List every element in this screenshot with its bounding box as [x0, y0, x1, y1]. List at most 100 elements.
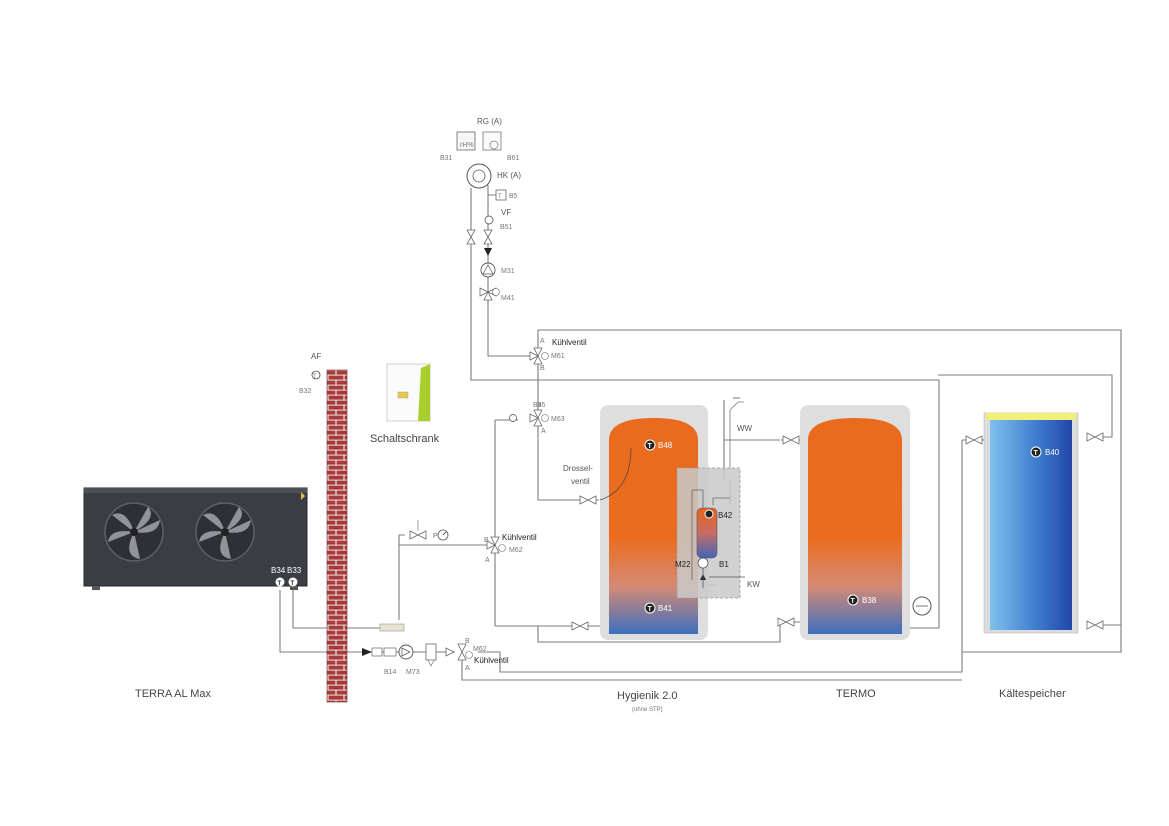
throttle-valve-group: Drossel- ventil	[563, 464, 597, 505]
termo-tank: T B38 TERMO	[800, 405, 910, 700]
valve-m61-group: A Kühlventil M61 B	[529, 338, 587, 372]
fan-right-icon	[195, 502, 255, 562]
heating-circuit-label: HK (A)	[497, 171, 521, 180]
drossel-label-2: ventil	[571, 477, 590, 486]
drossel-label-1: Drossel-	[563, 464, 593, 473]
primary-circuit-group: B14 M73 B M62 Kühlventil A	[362, 638, 509, 676]
m22-pump-icon	[697, 557, 709, 569]
af-sensor	[311, 370, 321, 380]
svg-text:B: B	[465, 638, 470, 645]
heat-pump-label: TERRA AL Max	[135, 688, 212, 700]
heat-exchanger-icon	[696, 507, 718, 559]
b33-label: B33	[287, 566, 302, 575]
heating-circuit-icon	[466, 163, 492, 189]
termo-label: TERMO	[836, 688, 876, 700]
dirt-separator-icon	[425, 643, 437, 661]
b5-sensor	[495, 189, 507, 201]
hygienik-tank-body	[609, 418, 698, 634]
circulation-pump-icon	[398, 644, 414, 660]
safety-valve-icon	[409, 530, 419, 540]
b48-sensor	[644, 439, 656, 451]
b41-label: B41	[658, 604, 673, 613]
termo-tank-body	[808, 418, 902, 634]
b42-label: B42	[718, 511, 733, 520]
heat-pump-unit: B34 B33 T T TERRA AL Max	[83, 487, 308, 700]
svg-text:T: T	[851, 598, 856, 605]
kuehlventil-m61-label: Kühlventil	[552, 338, 587, 347]
b41-sensor	[644, 602, 656, 614]
vf-label: VF	[501, 208, 511, 217]
svg-text:T: T	[498, 194, 502, 200]
m62-top-label: M62	[509, 547, 523, 554]
brick-wall	[326, 369, 348, 703]
pressure-group: P	[409, 520, 449, 541]
b32-label: B32	[299, 388, 312, 395]
cold-storage-body	[990, 420, 1072, 630]
m62-top-motor-icon	[498, 544, 506, 552]
flow-meter-icon	[379, 623, 405, 632]
fan-left-icon	[104, 502, 164, 562]
b51-label: B51	[500, 224, 513, 231]
svg-text:T: T	[278, 581, 282, 587]
m62-bottom-label: M62	[473, 646, 487, 653]
svg-text:B: B	[540, 365, 545, 372]
b14-flow-icon	[383, 647, 397, 657]
svg-text:T: T	[291, 581, 295, 587]
svg-text:T: T	[648, 606, 653, 613]
control-cabinet: Schaltschrank	[370, 363, 440, 445]
pressure-label: P	[433, 533, 438, 540]
check-valve-icon	[484, 248, 492, 256]
svg-text:B: B	[537, 402, 542, 409]
valve-m63-group: B45 B M63 A	[509, 402, 565, 435]
b1-label: B1	[719, 560, 729, 569]
b38-sensor	[847, 594, 859, 606]
svg-text:A: A	[541, 428, 546, 435]
check-valve-hp-icon	[362, 648, 372, 656]
m62-bottom-motor-icon	[465, 651, 473, 659]
hygienik-tank: T B48 T B41 Hygienik 2.0 (ohne STP)	[599, 405, 708, 713]
svg-text:A: A	[465, 665, 470, 672]
m31-label: M31	[501, 268, 515, 275]
ww-label: WW	[737, 424, 753, 433]
m73-label: M73	[406, 669, 420, 676]
cabinet-label: Schaltschrank	[370, 433, 440, 445]
svg-text:A: A	[540, 338, 545, 345]
m41-mixer-icon	[479, 287, 489, 297]
svg-text:B: B	[484, 537, 489, 544]
shutoff-valves	[571, 432, 1104, 631]
b14-label: B14	[384, 669, 397, 676]
svg-text:T: T	[648, 443, 653, 450]
kw-label: KW	[747, 580, 760, 589]
b42-sensor	[704, 509, 714, 519]
svg-text:T: T	[313, 374, 317, 380]
b31-label: B31	[440, 155, 453, 162]
b51-sensor	[484, 215, 494, 225]
room-unit-label: RG (A)	[477, 117, 502, 126]
m61-motor-icon	[541, 352, 549, 360]
hygienik-note: (ohne STP)	[632, 707, 663, 713]
rh-display-label: rH%	[460, 142, 474, 149]
room-controller-group: RG (A) rH% B31 B61 HK (A) T B5 VF B51 M3…	[440, 117, 521, 302]
b38-label: B38	[862, 596, 877, 605]
m61-label: M61	[551, 353, 565, 360]
m22-label: M22	[675, 560, 691, 569]
svg-text:A: A	[485, 557, 490, 564]
b5-label: B5	[509, 193, 518, 200]
shutoff-valve-icon	[466, 229, 476, 238]
m63-motor-icon	[541, 414, 549, 422]
room-sensor-b31	[456, 131, 476, 151]
af-label: AF	[311, 352, 321, 361]
cold-storage-label: Kältespeicher	[999, 688, 1066, 700]
valve-m62-top-group: B Kühlventil M62 A	[484, 533, 537, 564]
b45-label: B45	[533, 402, 546, 409]
b48-label: B48	[658, 441, 673, 450]
throttle-valve-icon	[579, 495, 589, 505]
kuehlventil-m62-bottom-label: Kühlventil	[474, 656, 509, 665]
kuehlventil-m62-top-label: Kühlventil	[502, 533, 537, 542]
b61-label: B61	[507, 155, 520, 162]
outdoor-sensor-group: AF T B32	[299, 352, 321, 395]
b40-sensor	[1030, 446, 1042, 458]
m41-label: M41	[501, 295, 515, 302]
hygienik-label: Hygienik 2.0	[617, 690, 678, 702]
